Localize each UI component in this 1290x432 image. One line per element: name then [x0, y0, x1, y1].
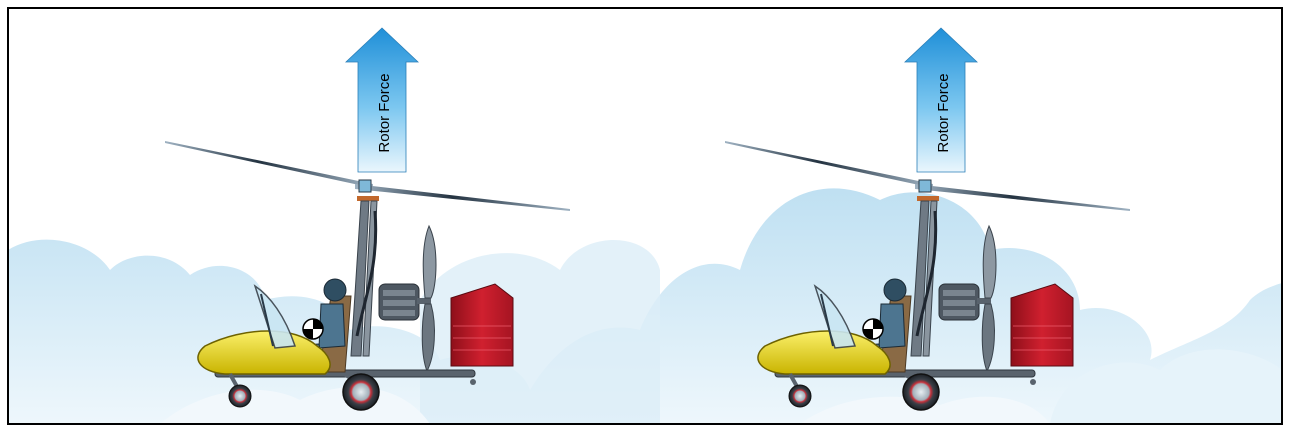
rotor-force-label: Rotor Force: [376, 73, 393, 152]
rotor-force-label: Rotor Force: [935, 73, 952, 152]
